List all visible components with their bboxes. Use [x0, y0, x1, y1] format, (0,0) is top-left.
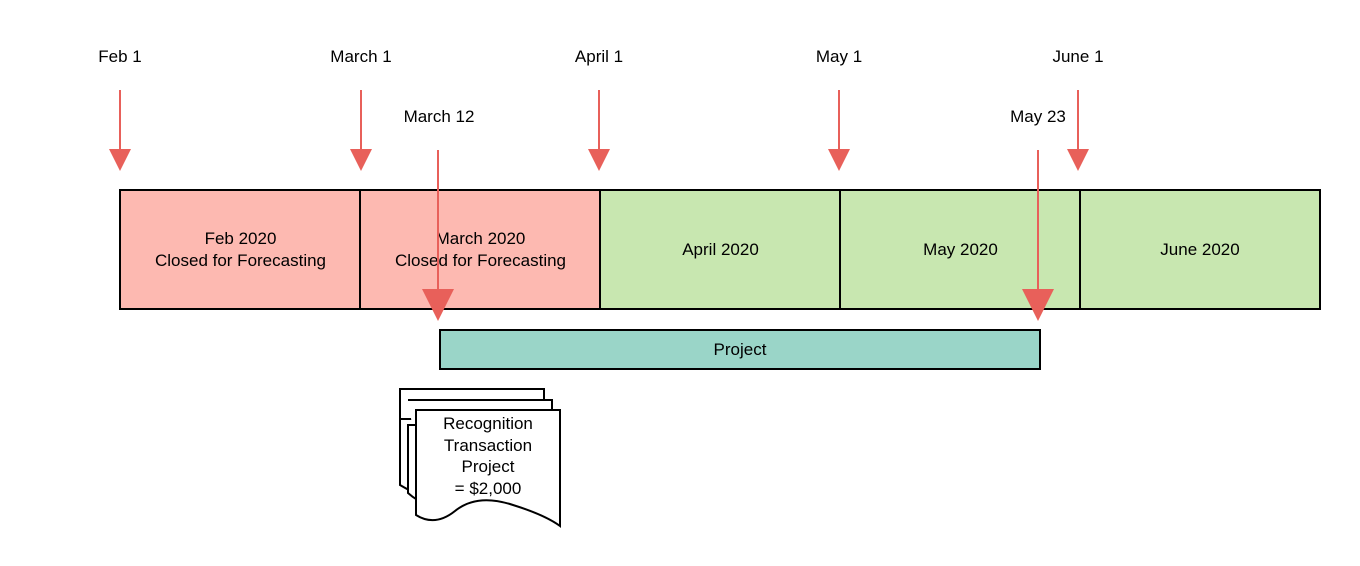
date-label-may-1: May 1	[815, 47, 863, 66]
arrow-june-1	[1067, 90, 1089, 171]
date-label-june-1: June 1	[1052, 47, 1104, 66]
arrow-may-1	[828, 90, 850, 171]
document-line: = $2,000	[454, 478, 522, 498]
project-label: Project	[713, 339, 767, 359]
month-box-may-2020: May 2020	[839, 189, 1082, 310]
month-title: June 2020	[1160, 239, 1240, 259]
month-title: May 2020	[923, 239, 998, 259]
date-label-march-12: March 12	[403, 107, 475, 126]
document-line: Transaction	[443, 435, 533, 455]
month-title: April 2020	[682, 239, 759, 259]
arrow-march-1	[350, 90, 372, 171]
month-box-march-2020: March 2020 Closed for Forecasting	[359, 189, 602, 310]
month-title: March 2020	[435, 228, 526, 248]
date-label-feb-1: Feb 1	[98, 47, 142, 66]
project-bar: Project	[439, 329, 1041, 370]
month-box-april-2020: April 2020	[599, 189, 842, 310]
document-line: Project	[461, 457, 515, 476]
date-label-may-23: May 23	[1010, 107, 1066, 126]
date-label-april-1: April 1	[574, 47, 624, 66]
month-box-june-2020: June 2020	[1079, 189, 1321, 310]
month-title: Feb 2020	[204, 228, 277, 248]
arrow-feb-1	[109, 90, 131, 171]
document-line: Recognition	[443, 414, 533, 433]
document-text: Recognition Transaction Project = $2,000	[416, 413, 560, 499]
month-status: Closed for Forecasting	[394, 250, 567, 270]
month-box-feb-2020: Feb 2020 Closed for Forecasting	[119, 189, 362, 310]
multi-document-icon	[399, 388, 561, 528]
month-status: Closed for Forecasting	[154, 250, 327, 270]
date-label-march-1: March 1	[330, 47, 392, 66]
arrow-april-1	[588, 90, 610, 171]
